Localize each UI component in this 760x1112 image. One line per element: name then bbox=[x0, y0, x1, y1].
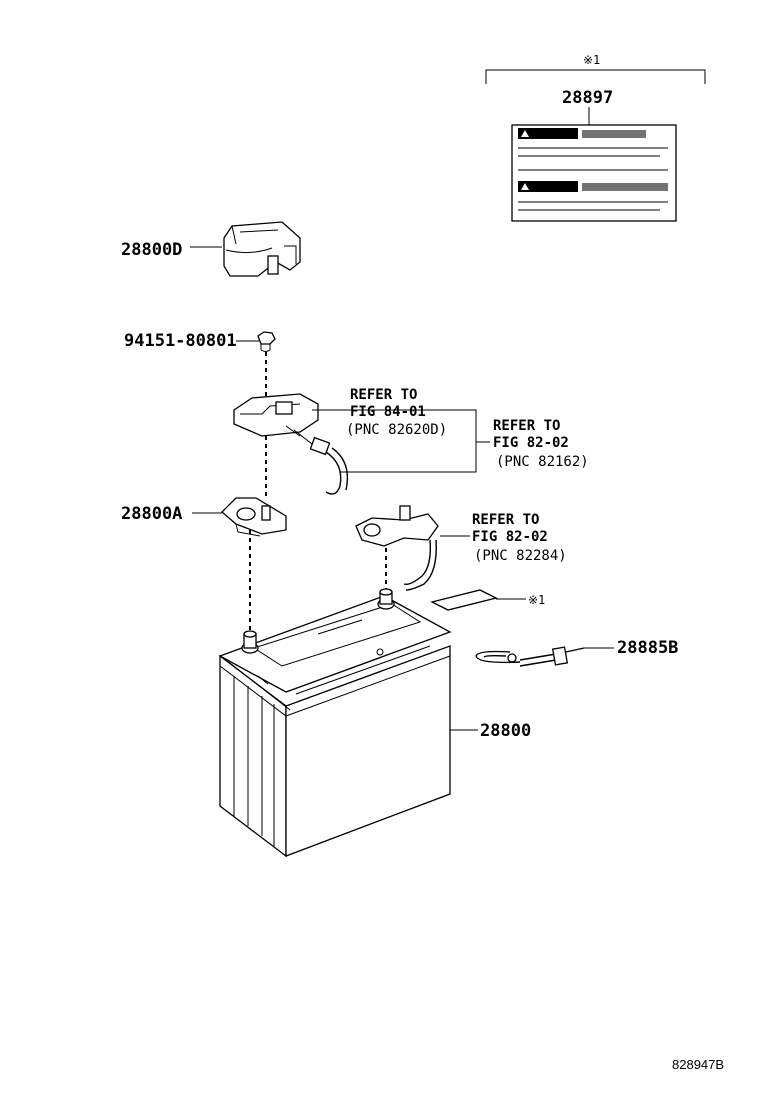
sensor-harness bbox=[309, 436, 349, 495]
part-number-28800: 28800 bbox=[480, 721, 531, 741]
note-bracket: ※1 bbox=[485, 53, 706, 84]
positive-cable-part bbox=[355, 505, 439, 591]
note-symbol-label: ※1 bbox=[528, 593, 545, 607]
ref2-line3: (PNC 82162) bbox=[496, 454, 589, 470]
ref3-line3: (PNC 82284) bbox=[474, 548, 567, 564]
current-sensor-part bbox=[233, 393, 319, 445]
reference-note-1: REFER TO FIG 84-01 (PNC 82620D) bbox=[346, 387, 447, 438]
ref3-line2: FIG 82-02 bbox=[472, 529, 548, 545]
small-label-part bbox=[430, 589, 498, 611]
part-number-28885B: 28885B bbox=[617, 638, 678, 658]
ref3-line1: REFER TO bbox=[472, 512, 539, 528]
nut-part bbox=[257, 331, 276, 352]
ref1-line1: REFER TO bbox=[350, 387, 417, 403]
note-symbol-top: ※1 bbox=[583, 53, 600, 67]
part-number-94151-80801: 94151-80801 bbox=[124, 331, 237, 351]
terminal-clamp-part bbox=[221, 497, 287, 537]
terminal-cover-part bbox=[223, 221, 301, 277]
hold-down-rod-part bbox=[475, 646, 585, 667]
reference-note-3: REFER TO FIG 82-02 (PNC 82284) bbox=[472, 512, 567, 564]
ref2-line1: REFER TO bbox=[493, 418, 560, 434]
ref1-line2: FIG 84-01 bbox=[350, 404, 426, 420]
warning-label-part bbox=[511, 124, 677, 222]
battery-part bbox=[218, 588, 452, 858]
ref1-line3: (PNC 82620D) bbox=[346, 422, 447, 438]
ref2-line2: FIG 82-02 bbox=[493, 435, 569, 451]
reference-note-2: REFER TO FIG 82-02 (PNC 82162) bbox=[493, 418, 589, 470]
part-number-28800A: 28800A bbox=[121, 504, 182, 524]
part-number-28897: 28897 bbox=[562, 88, 613, 108]
part-number-28800D: 28800D bbox=[121, 240, 182, 260]
diagram-code: 828947B bbox=[672, 1057, 724, 1072]
